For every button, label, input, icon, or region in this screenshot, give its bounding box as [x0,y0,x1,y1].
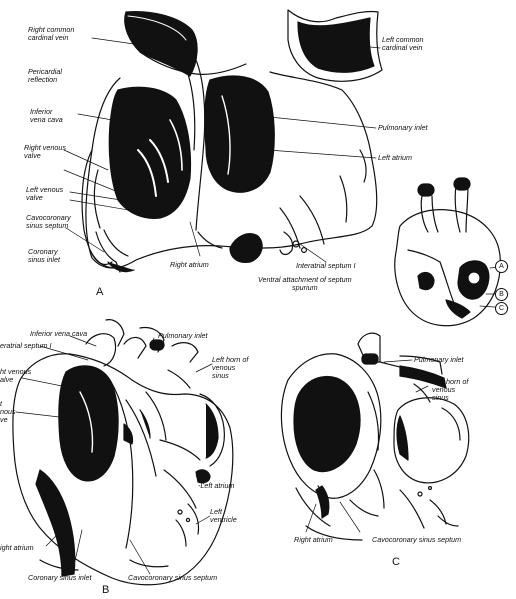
panel-b-drawing [13,320,233,585]
label-cavocoronary-sinus-septum-c: Cavocoronary sinus septum [372,536,461,544]
panel-c-drawing [281,333,468,540]
label-right-atrium-b: ight atrium [0,544,34,552]
label-pulmonary-inlet-a: Pulmonary inlet [378,124,428,132]
label-right-common-cardinal-vein: Right common cardinal vein [28,26,74,42]
label-coronary-sinus-inlet-b: Coronary sinus inlet [28,574,92,582]
orientation-drawing [395,178,508,326]
marker-a: A [495,260,508,273]
label-cavocoronary-sinus-septum-b: Cavocoronary sinus septum [128,574,217,582]
panel-b-letter: B [102,584,109,596]
label-left-horn-c: Left horn of venous sinus [432,378,468,402]
label-left-atrium-a: Left atrium [378,154,412,162]
label-coronary-sinus-inlet-a: Coronary sinus inlet [28,248,60,264]
label-ventral-attachment: Ventral attachment of septum spurium [258,276,352,292]
panel-a-drawing [82,10,382,272]
marker-b: B [495,288,508,301]
label-interatrial-septum-a: Interatrial septum I [296,262,356,270]
label-left-atrium-b: -Left atrium [198,482,234,490]
marker-c: C [495,302,508,315]
label-inferior-vena-cava-b: Inferior vena cava [30,330,87,338]
label-right-atrium-c: Right atrium [294,536,333,544]
panel-c-letter: C [392,556,400,568]
label-pulmonary-inlet-c: Pulmonary inlet [414,356,464,364]
label-right-atrium-a: Right atrium [170,261,209,269]
label-left-common-cardinal-vein: Left common cardinal vein [382,36,424,52]
label-left-venous-valve-b: t nous ve [0,400,16,424]
panel-a-letter: A [96,286,103,298]
label-pulmonary-inlet-b: Pulmonary inlet [158,332,208,340]
label-interatrial-septum-b: eratrial septum I [0,342,52,350]
label-cavocoronary-sinus-septum-a: Cavocoronary sinus septum [26,214,71,230]
label-left-venous-valve: Left venous valve [26,186,63,202]
label-pericardial-reflection: Pericardial reflection [28,68,62,84]
label-inferior-vena-cava: Inferior vena cava [30,108,63,124]
label-left-ventricle-b: Left ventricle [210,508,237,524]
label-right-venous-valve-b: ht venous alve [0,368,31,384]
label-left-horn-b: Left horn of venous sinus [212,356,248,380]
label-right-venous-valve: Right venous valve [24,144,66,160]
